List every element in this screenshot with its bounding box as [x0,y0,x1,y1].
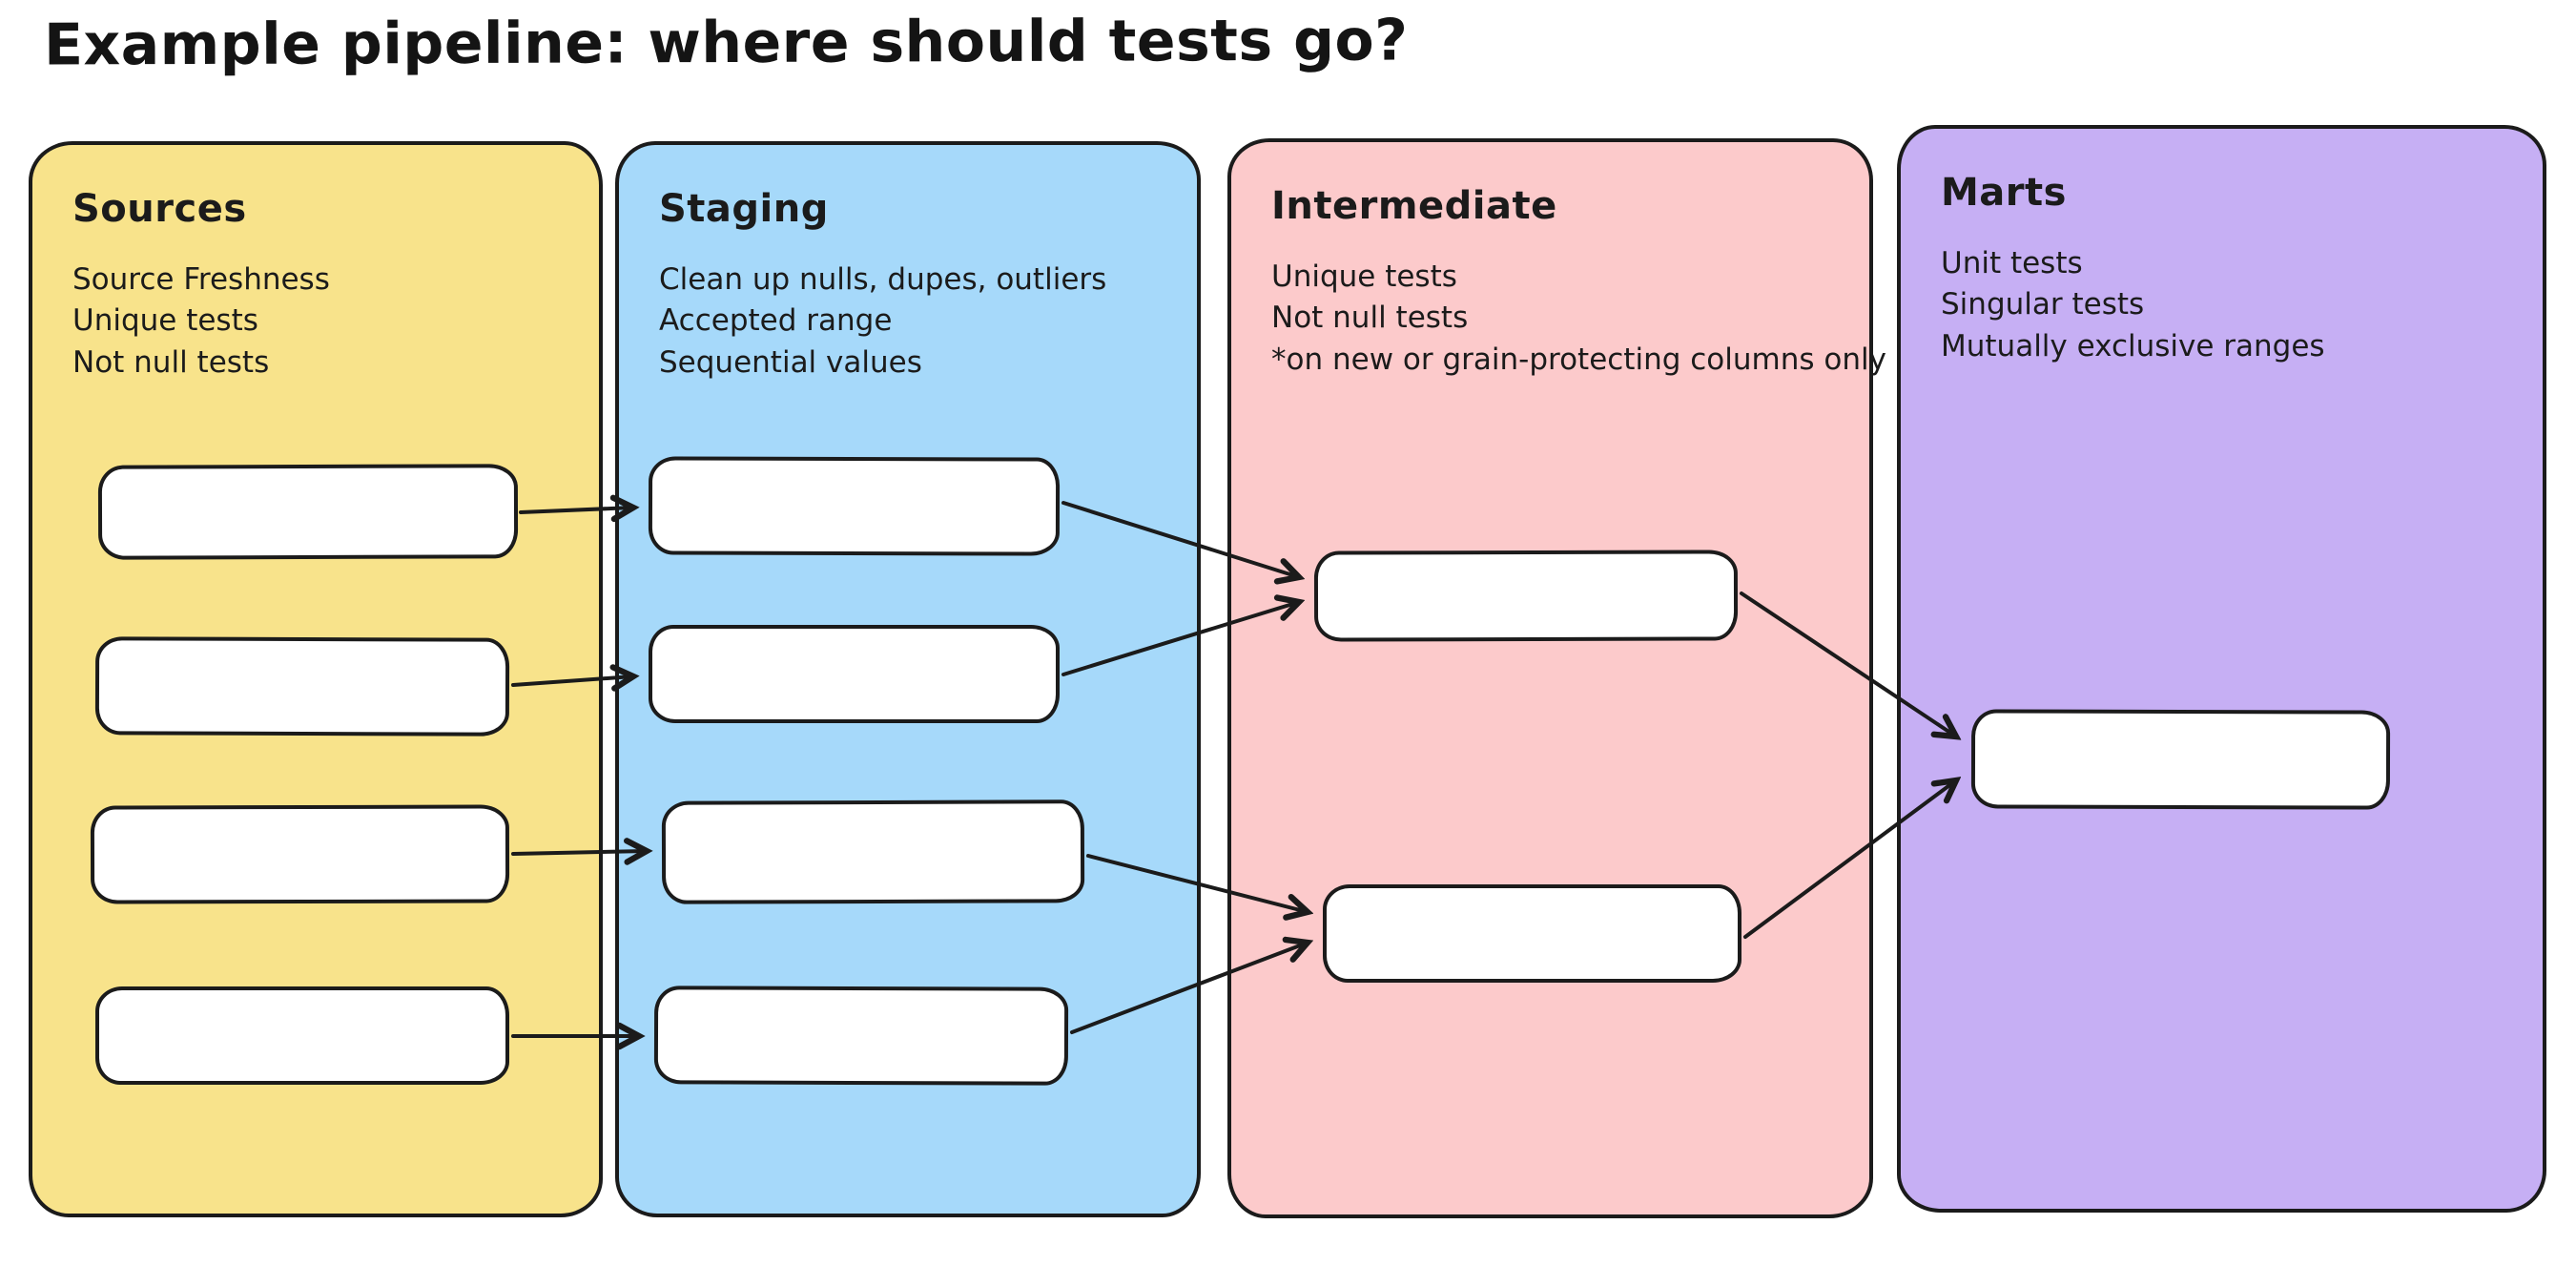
node-staging-2 [649,625,1060,723]
node-source-1 [97,464,519,560]
note-line: Accepted range [659,303,893,339]
column-intermediate-notes: Unique tests Not null tests *on new or g… [1271,257,1886,381]
column-intermediate: Intermediate Unique tests Not null tests… [1227,138,1886,1218]
note-line: Mutually exclusive ranges [1941,328,2325,363]
column-sources-title: Sources [72,187,247,231]
note-line: Sequential values [659,344,922,380]
note-line: Singular tests [1941,287,2145,322]
node-staging-1 [648,456,1061,556]
note-line: Not null tests [1271,301,1469,336]
node-source-4 [95,986,509,1085]
note-line: Source Freshness [72,262,330,297]
column-marts-title: Marts [1941,171,2067,215]
node-intermediate-1 [1313,550,1739,642]
column-staging-title: Staging [659,187,829,231]
note-line: Not null tests [72,344,270,380]
column-sources-notes: Source Freshness Unique tests Not null t… [72,259,561,384]
column-staging-notes: Clean up nulls, dupes, outliers Accepted… [659,259,1159,384]
column-marts-notes: Unit tests Singular tests Mutually exclu… [1941,243,2504,367]
node-marts-1 [1970,709,2391,810]
node-intermediate-2 [1323,884,1741,983]
node-staging-3 [661,799,1085,904]
note-line: *on new or grain-protecting columns only [1271,342,1886,377]
note-line: Unit tests [1941,246,2083,280]
node-source-3 [90,804,510,904]
node-staging-4 [653,986,1069,1086]
column-intermediate-title: Intermediate [1271,184,1557,228]
note-line: Clean up nulls, dupes, outliers [659,262,1107,297]
diagram-title: Example pipeline: where should tests go? [43,7,1409,79]
note-line: Unique tests [72,303,258,339]
note-line: Unique tests [1271,259,1457,294]
column-marts: Marts Unit tests Singular tests Mutually… [1897,125,2546,1213]
node-source-2 [94,636,510,737]
